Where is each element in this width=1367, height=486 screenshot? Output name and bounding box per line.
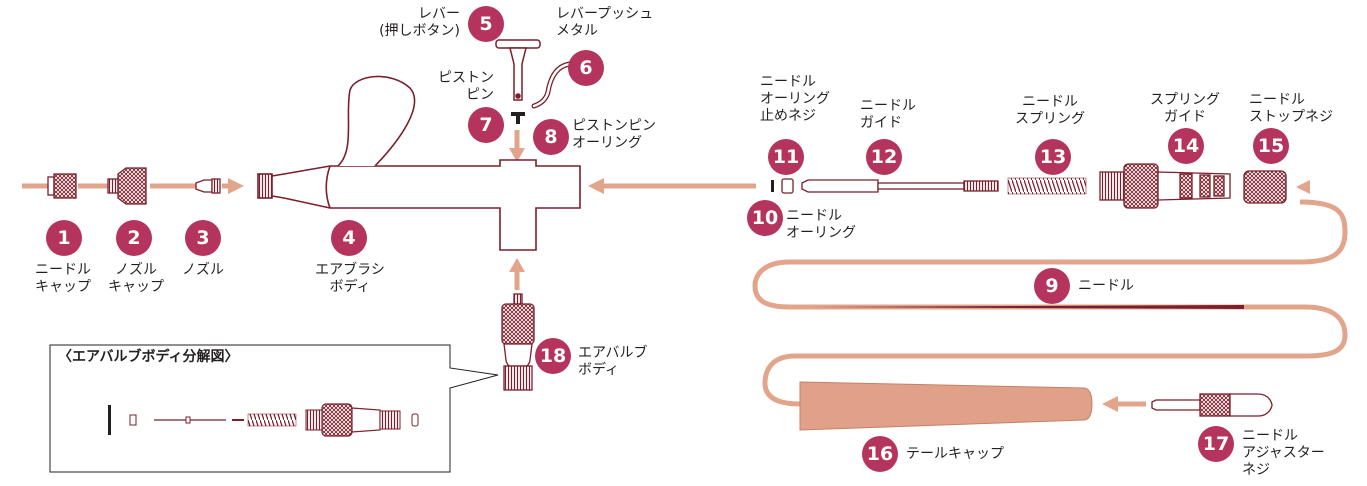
assembly-arrows	[22, 130, 1348, 428]
air-valve-body-part	[501, 293, 535, 391]
needle-part	[808, 305, 1244, 309]
part-number-badge-18: 18	[535, 338, 571, 374]
needle-oring-screw-part	[781, 178, 794, 194]
lever-push-metal-part	[531, 61, 573, 109]
needle-oring-part	[771, 180, 774, 192]
part-number-badge-17: 17	[1198, 426, 1234, 462]
airbrush-body-part	[257, 75, 581, 251]
part-label-13: ニードル スプリング	[1015, 94, 1085, 127]
part-label-3: ノズル	[182, 262, 224, 278]
part-number-badge-11: 11	[768, 139, 804, 175]
part-label-10: ニードル オーリング	[786, 208, 856, 241]
part-number-badge-5: 5	[468, 6, 504, 42]
part-label-2: ノズル キャップ	[108, 262, 164, 295]
needle-spring-part	[1007, 177, 1087, 195]
part-number-badge-3: 3	[185, 220, 221, 256]
spring-guide-part	[1099, 163, 1231, 209]
nozzle-part	[195, 178, 221, 194]
part-label-7: ピストン ピン	[438, 70, 494, 103]
part-number-badge-2: 2	[116, 220, 152, 256]
part-number-badge-15: 15	[1253, 128, 1289, 164]
part-label-9: ニードル	[1078, 278, 1134, 294]
part-number-badge-4: 4	[331, 220, 367, 256]
tail-cap-part	[799, 381, 1093, 431]
needle-stop-screw-part	[1243, 170, 1287, 204]
part-label-11: ニードル オーリング 止めネジ	[760, 74, 830, 124]
part-number-badge-8: 8	[533, 119, 569, 155]
inset-box	[49, 344, 499, 473]
part-label-8: ピストンピン オーリング	[572, 118, 656, 151]
needle-guide-part	[801, 179, 999, 193]
needle-adjuster-screw-part	[1151, 393, 1273, 417]
inset-title: 〈エアバルブボディ分解図〉	[58, 349, 239, 365]
needle-cap-part	[47, 173, 77, 199]
part-number-badge-9: 9	[1034, 268, 1070, 304]
lever-part	[495, 39, 541, 101]
part-number-badge-12: 12	[866, 139, 902, 175]
part-label-12: ニードル ガイド	[860, 98, 916, 131]
part-label-5: レバー (押しボタン)	[379, 6, 460, 39]
part-label-18: エアバルブ ボディ	[578, 345, 648, 378]
nozzle-cap-part	[107, 167, 147, 205]
part-label-4: エアブラシ ボディ	[315, 262, 385, 295]
part-number-badge-6: 6	[568, 50, 604, 86]
part-label-15: ニードル ストップネジ	[1249, 92, 1333, 125]
piston-pin-part	[511, 112, 525, 124]
part-label-1: ニードル キャップ	[35, 262, 91, 295]
part-label-14: スプリング ガイド	[1150, 92, 1220, 125]
part-number-badge-7: 7	[468, 107, 504, 143]
part-number-badge-14: 14	[1168, 128, 1204, 164]
part-number-badge-16: 16	[862, 436, 898, 472]
part-label-17: ニードル アジャスター ネジ	[1242, 428, 1325, 478]
part-label-16: テールキャップ	[906, 446, 1004, 462]
part-number-badge-13: 13	[1035, 139, 1071, 175]
part-number-badge-1: 1	[46, 220, 82, 256]
part-label-6: レバープッシュ メタル	[556, 6, 654, 39]
part-number-badge-10: 10	[747, 200, 783, 236]
